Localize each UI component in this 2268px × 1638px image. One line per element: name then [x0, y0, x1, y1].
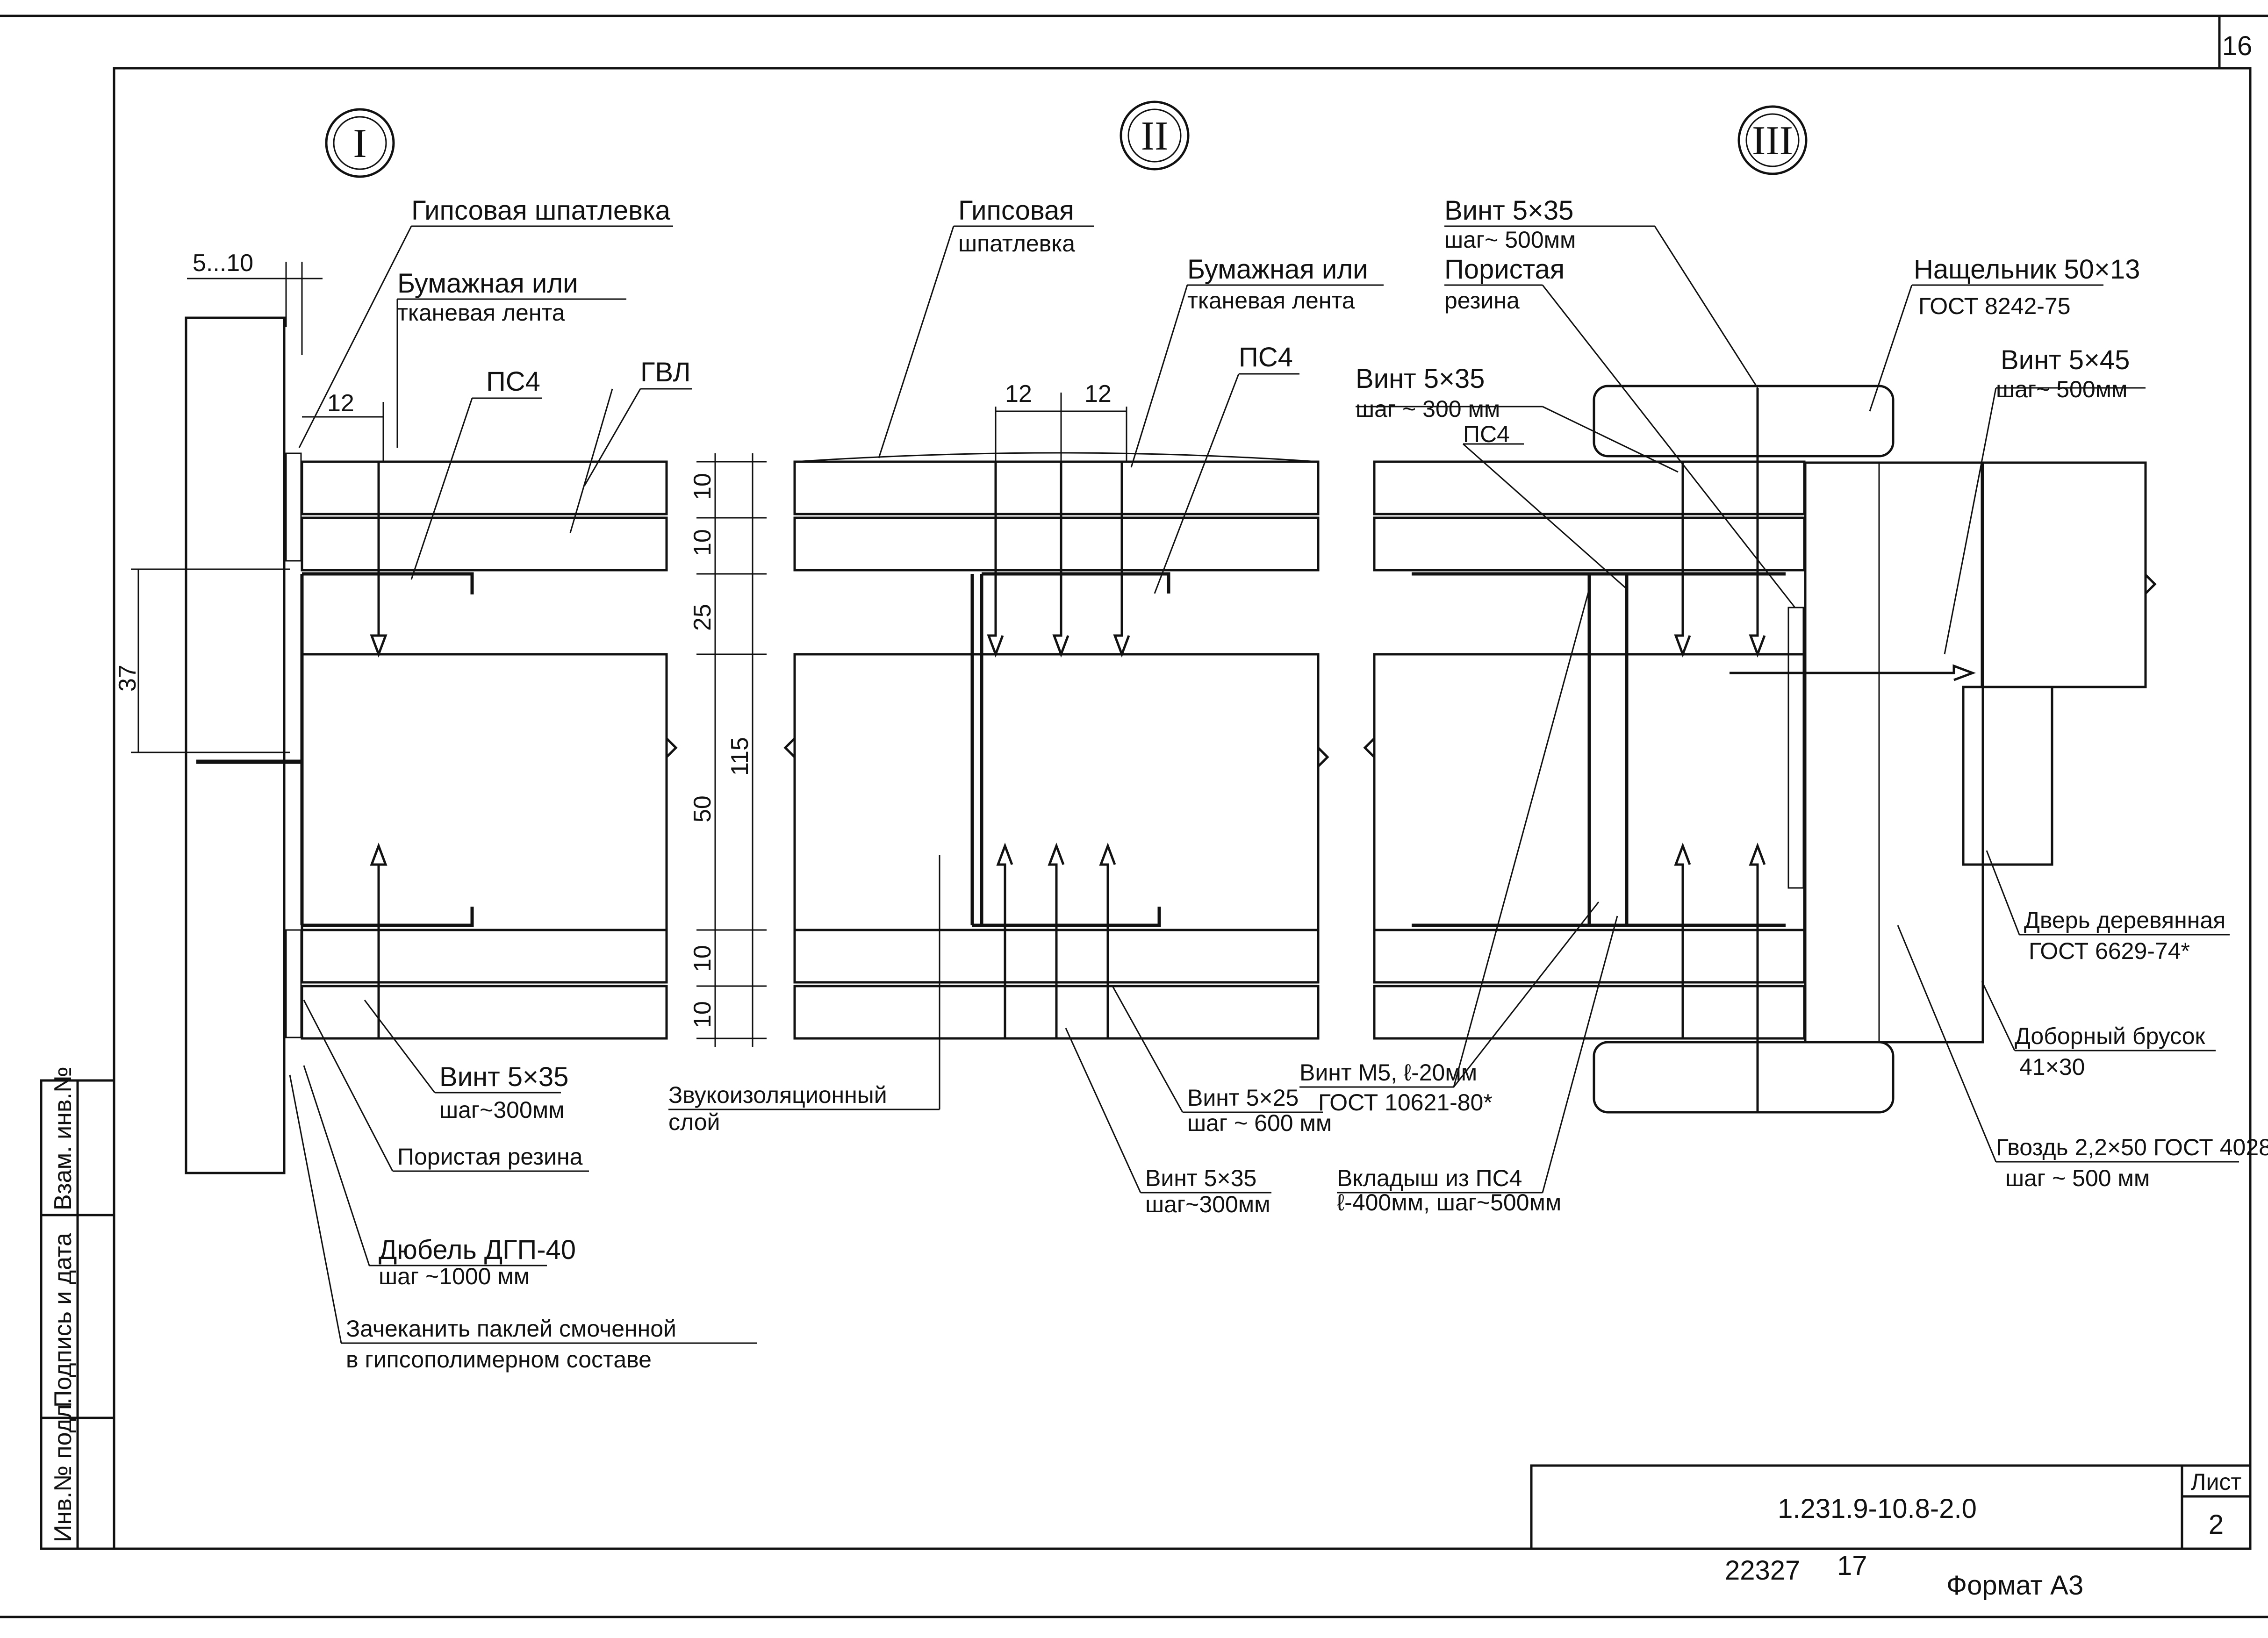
s3-bolt-1: Винт М5, ℓ-20мм — [1299, 1059, 1477, 1086]
s1-dowel-1: Дюбель ДГП-40 — [379, 1235, 576, 1265]
dim-total: 115 — [726, 737, 754, 776]
s2-dim-12a: 12 — [1005, 380, 1032, 408]
section-marker-3: III — [1737, 105, 1808, 175]
archive-number: 22327 — [1725, 1555, 1800, 1586]
section-1-leaders — [289, 225, 940, 1344]
s3-door-1: Дверь деревянная — [2024, 907, 2225, 933]
s2-screw25-1: Винт 5×25 — [1187, 1085, 1299, 1111]
s3-pss: ПС4 — [1463, 421, 1510, 447]
s1-tape-2: тканевая лента — [397, 300, 565, 326]
s1-screw-1: Винт 5×35 — [439, 1062, 568, 1092]
dim-layer-5: 10 — [689, 945, 716, 972]
section-1-drawing — [131, 262, 678, 1174]
dim-layer-3: 25 — [689, 604, 716, 631]
s2-screw35-1: Винт 5×35 — [1145, 1165, 1256, 1191]
section-2-leaders — [878, 225, 1384, 1194]
archive-suffix: 17 — [1837, 1551, 1867, 1581]
s2-screw35-2: шаг~300мм — [1145, 1191, 1270, 1217]
list-number: 2 — [2209, 1509, 2224, 1540]
s2-screw25-2: шаг ~ 600 мм — [1187, 1110, 1332, 1136]
dim-layer-4: 50 — [689, 795, 716, 823]
s1-caulk-2: в гипсополимерном составе — [346, 1346, 652, 1373]
s3-bar-2: 41×30 — [2019, 1054, 2085, 1080]
s1-rubber: Пористая резина — [397, 1144, 583, 1170]
s1-gvl: ГВЛ — [640, 357, 691, 387]
section-marker-1: I — [325, 108, 395, 178]
section-3-drawing — [1363, 385, 2157, 1114]
section-2-drawing — [783, 393, 1329, 1040]
s3-door-2: ГОСТ 6629-74* — [2029, 938, 2190, 964]
s1-tape-1: Бумажная или — [397, 268, 578, 299]
s3-rubber-2: резина — [1444, 287, 1520, 314]
dim-layer-6: 10 — [689, 1001, 716, 1028]
s3-bolt-2: ГОСТ 10621-80* — [1318, 1089, 1493, 1116]
s1-dim-37: 37 — [114, 665, 141, 692]
s1-pss: ПС4 — [486, 366, 540, 397]
s2-gyps-1: Гипсовая — [958, 195, 1074, 226]
s1-caulk-1: Зачеканить паклей смоченной — [346, 1316, 676, 1342]
s3-insert-1: Вкладыш из ПС4 — [1337, 1165, 1522, 1191]
s3-screw-top-2: шаг~ 500мм — [1444, 227, 1576, 253]
s2-dim-12b: 12 — [1084, 380, 1112, 408]
s1-gyps-putty: Гипсовая шпатлевка — [411, 195, 671, 226]
s3-nash-1: Нащельник 50×13 — [1914, 254, 2140, 285]
side-stamp: Инв.№ подл. Подпись и дата Взам. инв.№ — [50, 1066, 77, 1542]
section-3-leaders — [1299, 225, 2239, 1194]
s3-nail-1: Гвоздь 2,2×50 ГОСТ 4028-63* — [1996, 1134, 2268, 1160]
s2-tape-1: Бумажная или — [1187, 254, 1368, 285]
stamp-vzam-inv: Взам. инв.№ — [50, 1066, 77, 1210]
s3-insert-2: ℓ-400мм, шаг~500мм — [1337, 1189, 1561, 1216]
svg-text:II: II — [1141, 114, 1169, 159]
s3-bar-1: Доборный брусок — [2015, 1023, 2206, 1049]
format-label: Формат А3 — [1946, 1570, 2083, 1601]
dim-layer-2: 10 — [689, 529, 716, 556]
s3-screw35b-1: Винт 5×35 — [1356, 364, 1485, 394]
s2-pss: ПС4 — [1239, 342, 1293, 372]
s1-sound-2: слой — [668, 1109, 720, 1135]
s3-rubber-1: Пористая — [1444, 254, 1565, 285]
stamp-inv-podl: Инв.№ подл. — [50, 1398, 77, 1542]
svg-text:III: III — [1752, 118, 1793, 164]
s2-gyps-2: шпатлевка — [958, 230, 1075, 257]
s3-nail-2: шаг ~ 500 мм — [2005, 1165, 2150, 1191]
dim-layer-1: 10 — [689, 473, 716, 500]
s2-tape-2: тканевая лента — [1187, 287, 1355, 314]
thickness-dimensions — [696, 453, 767, 1047]
section-marker-2: II — [1120, 100, 1190, 171]
s3-nash-2: ГОСТ 8242-75 — [1918, 293, 2071, 319]
s1-screw-2: шаг~300мм — [439, 1097, 565, 1123]
page-number: 16 — [2222, 31, 2253, 61]
s1-dowel-2: шаг ~1000 мм — [379, 1263, 530, 1289]
s3-screw45-1: Винт 5×45 — [2001, 345, 2130, 375]
doc-code: 1.231.9-10.8-2.0 — [1778, 1494, 1977, 1524]
s3-screw45-2: шаг~ 500мм — [1996, 376, 2127, 402]
s3-screw-top-1: Винт 5×35 — [1444, 195, 1573, 226]
s1-sound-1: Звукоизоляционный — [668, 1082, 887, 1108]
s1-dim-top: 5...10 — [193, 250, 253, 277]
stamp-podpis-data: Подпись и дата — [50, 1233, 77, 1408]
sheet-frame — [0, 14, 2268, 1618]
s1-dim-12: 12 — [327, 390, 354, 417]
s3-screw35b-2: шаг ~ 300 мм — [1356, 396, 1500, 422]
list-label: Лист — [2191, 1469, 2242, 1495]
svg-text:I: I — [353, 121, 366, 166]
